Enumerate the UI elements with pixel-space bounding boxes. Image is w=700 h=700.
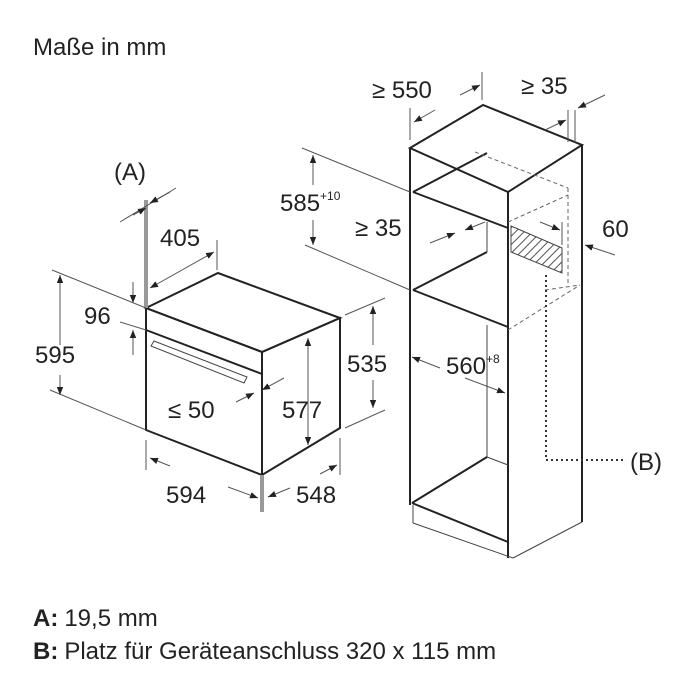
- title: Maße in mm: [33, 34, 166, 61]
- shelf-1: [412, 191, 509, 229]
- legend-B: B:Platz für Geräteanschluss 320 x 115 mm: [33, 638, 496, 666]
- cabinet-dimensions: [301, 72, 616, 400]
- dim-96: 96: [84, 303, 111, 330]
- dim-35-top: ≥ 35: [521, 73, 568, 100]
- legend-text: Platz für Geräteanschluss 320 x 115 mm: [64, 638, 497, 665]
- cabinet-drawing: [407, 103, 625, 559]
- dim-50: ≤ 50: [168, 397, 215, 424]
- oven-side: [261, 316, 341, 477]
- legend-text: 19,5 mm: [64, 605, 158, 632]
- dim-577: 577: [282, 397, 322, 424]
- control-panel-line: [145, 329, 263, 375]
- oven-front: [145, 306, 263, 477]
- legend-key: A:: [33, 605, 59, 632]
- label-B: (B): [630, 449, 662, 476]
- dim-550: ≥ 550: [372, 77, 432, 104]
- dim-535: 535: [347, 351, 387, 378]
- dim-594: 594: [166, 482, 206, 509]
- oven-drawing: [143, 200, 343, 512]
- dim-595: 595: [35, 342, 75, 369]
- dim-405: 405: [160, 225, 200, 252]
- oven-dimensions: [49, 187, 386, 499]
- legend-A: A:19,5 mm: [33, 605, 158, 633]
- dim-560: 560+8: [446, 352, 500, 380]
- B-pointer: [545, 275, 625, 461]
- legend-key: B:: [33, 638, 59, 665]
- oven-handle: [150, 340, 248, 384]
- connection-area: [510, 225, 563, 274]
- label-A: (A): [114, 159, 146, 186]
- dim-548: 548: [296, 482, 336, 509]
- dim-35-mid: ≥ 35: [355, 215, 402, 242]
- dim-585: 585+10: [280, 189, 341, 217]
- dim-60: 60: [602, 216, 629, 243]
- shelf-2: [412, 289, 509, 328]
